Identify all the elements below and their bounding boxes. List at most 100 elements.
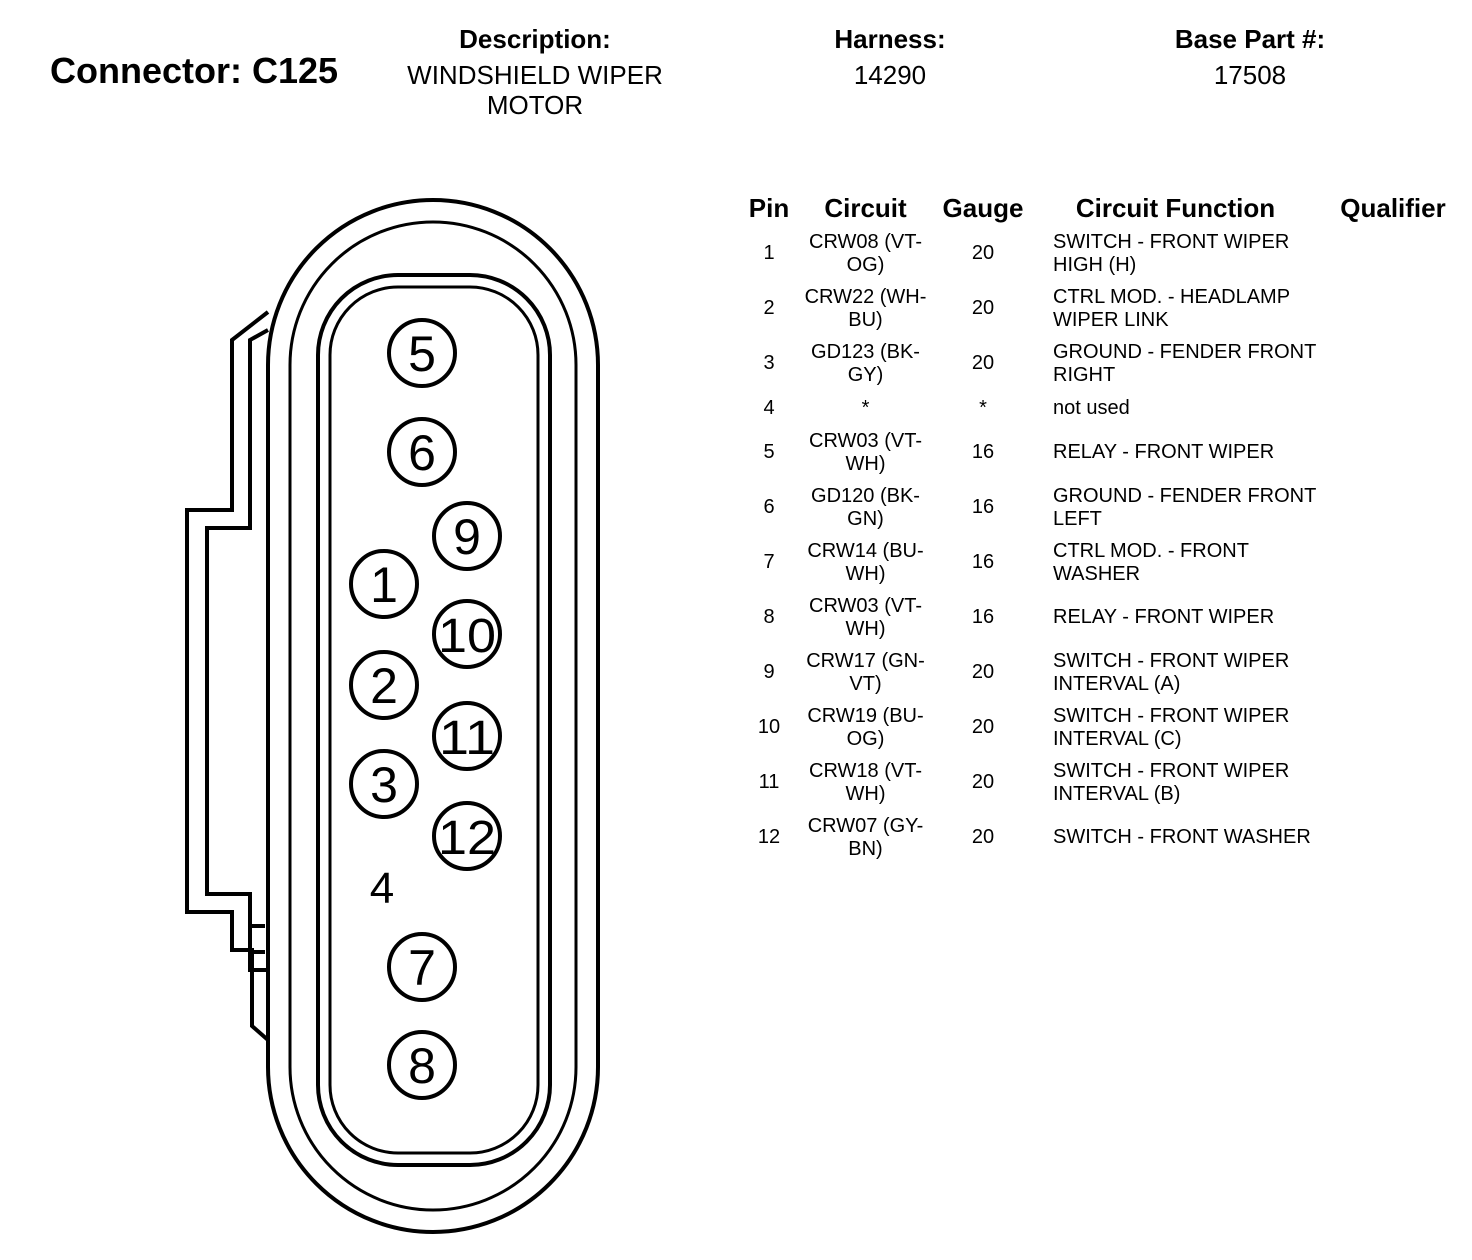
cell-gauge: 20 [971,716,995,738]
cell-circuit: CRW07 (GY-BN) [807,814,924,860]
pin-11-circle [432,701,502,771]
table-row: 8 CRW03 (VT-WH) 16 RELAY - FRONT WIPER [740,590,1468,645]
pin-6-label: 6 [408,425,436,481]
cell-function: SWITCH - FRONT WIPER INTERVAL (C) [1053,704,1290,750]
cell-function: SWITCH - FRONT WIPER INTERVAL (A) [1053,649,1290,695]
cell-circuit: GD123 (BK-GY) [811,340,920,386]
table-row: 3 GD123 (BK-GY) 20 GROUND - FENDER FRONT… [740,336,1468,391]
cell-function: SWITCH - FRONT WIPER HIGH (H) [1053,230,1290,276]
pin-12-label: 12 [438,812,496,865]
cell-function: CTRL MOD. - HEADLAMP WIPER LINK [1053,285,1290,331]
cell-function: GROUND - FENDER FRONT RIGHT [1053,340,1316,386]
cell-pin: 11 [758,771,780,793]
cell-function: RELAY - FRONT WIPER [1053,441,1275,463]
harness-block: Harness: 14290 [790,24,990,90]
connector-cavity-inner [328,285,540,1155]
cell-qualifier [1318,645,1468,700]
cell-circuit: CRW03 (VT-WH) [809,429,922,475]
cell-pin: 4 [763,396,775,419]
pin-6-circle [387,417,457,487]
cell-circuit: CRW14 (BU-WH) [807,539,924,585]
table-row: 2 CRW22 (WH-BU) 20 CTRL MOD. - HEADLAMP … [740,281,1468,336]
cell-qualifier [1318,755,1468,810]
cell-gauge: 20 [971,297,995,319]
connector-latch-outline [185,310,270,1042]
table-row: 9 CRW17 (GN-VT) 20 SWITCH - FRONT WIPER … [740,645,1468,700]
cell-qualifier [1318,535,1468,590]
cell-qualifier [1318,281,1468,336]
cell-pin: 2 [763,297,775,319]
base-part-label: Base Part #: [1174,24,1326,54]
cell-gauge: 16 [971,441,995,463]
cell-qualifier [1318,480,1468,535]
cell-circuit: CRW03 (VT-WH) [809,594,922,640]
connector-title: Connector: C125 [50,50,339,91]
cell-pin: 7 [763,551,775,573]
col-header-circuit: Circuit [824,192,907,223]
description-block: Description: WINDSHIELD WIPER MOTOR [390,24,680,120]
col-header-gauge: Gauge [942,192,1024,223]
cell-function: SWITCH - FRONT WIPER INTERVAL (B) [1053,759,1290,805]
cell-qualifier [1318,700,1468,755]
pin-3-circle [349,749,419,819]
pin-10-circle [432,599,502,669]
cell-qualifier [1318,810,1468,865]
cell-gauge: 16 [971,551,995,573]
cell-circuit: CRW08 (VT-OG) [809,230,922,276]
cell-pin: 10 [757,716,781,738]
cell-function: GROUND - FENDER FRONT LEFT [1053,484,1316,530]
pin-10-label: 10 [438,610,496,663]
cell-gauge: 20 [971,826,995,848]
cell-pin: 12 [757,826,781,848]
pinout-table: Pin Circuit Gauge Circuit Function Quali… [740,190,1468,865]
base-part-block: Base Part #: 17508 [1150,24,1350,90]
description-value: WINDSHIELD WIPER MOTOR [407,60,663,120]
pin-12-circle [432,801,502,871]
connector-face-diagram: 5 6 9 1 10 2 11 3 12 4 7 8 [185,198,600,1234]
cell-pin: 6 [763,496,775,518]
pin-8-circle [387,1030,457,1100]
cell-gauge: 20 [971,352,995,374]
cell-pin: 5 [763,441,775,463]
cell-qualifier [1318,391,1468,425]
harness-value: 14290 [853,60,927,90]
cell-circuit: GD120 (BK-GN) [811,484,920,530]
connector-housing-second [288,220,578,1212]
cell-qualifier [1318,226,1468,281]
table-row: 6 GD120 (BK-GN) 16 GROUND - FENDER FRONT… [740,480,1468,535]
cell-pin: 9 [763,661,775,683]
pin-5-label: 5 [408,326,436,382]
cell-function: SWITCH - FRONT WASHER [1053,826,1311,848]
cell-function: CTRL MOD. - FRONT WASHER [1053,539,1249,585]
col-header-circuit-function: Circuit Function [1075,192,1276,223]
col-header-pin: Pin [748,192,790,223]
pin-7-label: 7 [408,940,436,996]
cell-pin: 8 [763,606,775,628]
pin-7-circle [387,932,457,1002]
pin-9-label: 9 [453,509,481,565]
table-row: 4 * * not used [740,391,1468,425]
cell-gauge: * [979,396,987,419]
table-row: 12 CRW07 (GY-BN) 20 SWITCH - FRONT WASHE… [740,810,1468,865]
cell-circuit: CRW22 (WH-BU) [804,285,927,331]
pin-2-circle [349,650,419,720]
cell-pin: 3 [763,352,775,374]
cell-qualifier [1318,425,1468,480]
pin-1-circle [349,549,419,619]
cell-gauge: 16 [971,606,995,628]
pin-2-label: 2 [370,658,398,714]
table-header-row: Pin Circuit Gauge Circuit Function Quali… [740,190,1468,226]
cell-function: not used [1053,396,1130,419]
description-label: Description: [459,24,611,54]
connector-housing-outer [266,198,600,1234]
pin-11-label: 11 [439,712,495,765]
cell-circuit: CRW18 (VT-WH) [809,759,922,805]
table-row: 11 CRW18 (VT-WH) 20 SWITCH - FRONT WIPER… [740,755,1468,810]
pin-1-label: 1 [370,557,398,613]
cell-circuit: * [861,396,870,419]
col-header-qualifier: Qualifier [1340,192,1446,223]
cell-qualifier [1318,590,1468,645]
harness-label: Harness: [834,24,946,54]
cell-gauge: 20 [971,661,995,683]
cell-circuit: CRW19 (BU-OG) [807,704,924,750]
